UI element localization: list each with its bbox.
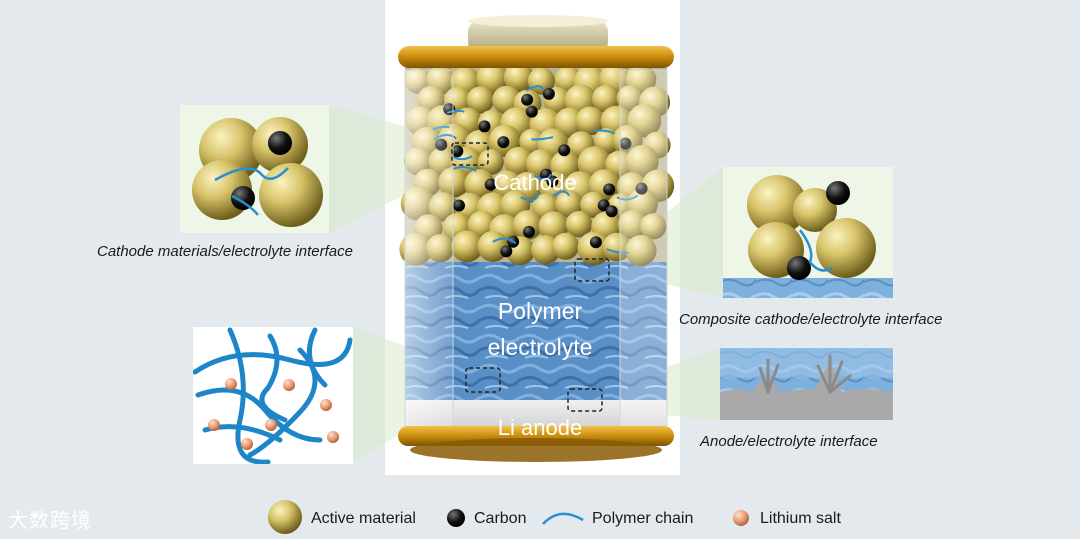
lithium-salt-dot-icon — [733, 510, 749, 526]
inset-composite-cathode — [723, 167, 893, 298]
glass-sleeve-right — [620, 70, 667, 440]
anode-label: Li anode — [470, 415, 610, 441]
carbon-particle — [521, 94, 533, 106]
watermark-text: 大数跨境 — [8, 504, 92, 533]
cathode-interface-caption: Cathode materials/electrolyte interface — [97, 243, 353, 260]
polymer-label-line1: Polymer — [460, 298, 620, 325]
active-material-particle — [552, 233, 579, 260]
cathode-label: Cathode — [470, 170, 600, 196]
inset-anode-dendrites — [720, 348, 893, 420]
inset-polymer-lithium-salt — [193, 327, 353, 464]
polymer-label-line2: electrolyte — [455, 334, 625, 361]
carbon-particle — [590, 236, 602, 248]
glass-sleeve-left — [405, 70, 453, 440]
battery-cell — [398, 15, 674, 462]
carbon-particle — [526, 106, 538, 118]
carbon-particle — [558, 144, 570, 156]
active-material-sphere-icon — [268, 500, 302, 534]
carbon-particle — [497, 136, 509, 148]
legend-carbon: Carbon — [474, 510, 526, 528]
legend-lithium-salt: Lithium salt — [760, 510, 841, 528]
polymer-chain-icon — [543, 514, 583, 524]
legend-polymer-chain: Polymer chain — [592, 510, 693, 528]
carbon-particle — [606, 205, 618, 217]
anode-interface-caption: Anode/electrolyte interface — [700, 433, 878, 450]
composite-interface-caption: Composite cathode/electrolyte interface — [679, 311, 942, 328]
carbon-particle — [543, 88, 555, 100]
carbon-particle — [603, 183, 615, 195]
legend-active-material: Active material — [311, 510, 416, 528]
carbon-particle — [500, 245, 512, 257]
carbon-dot-icon — [447, 509, 465, 527]
carbon-particle — [453, 200, 465, 212]
inset-cathode-materials — [180, 105, 329, 233]
carbon-particle — [523, 226, 535, 238]
carbon-particle — [479, 120, 491, 132]
battery-top-rim — [398, 46, 674, 68]
